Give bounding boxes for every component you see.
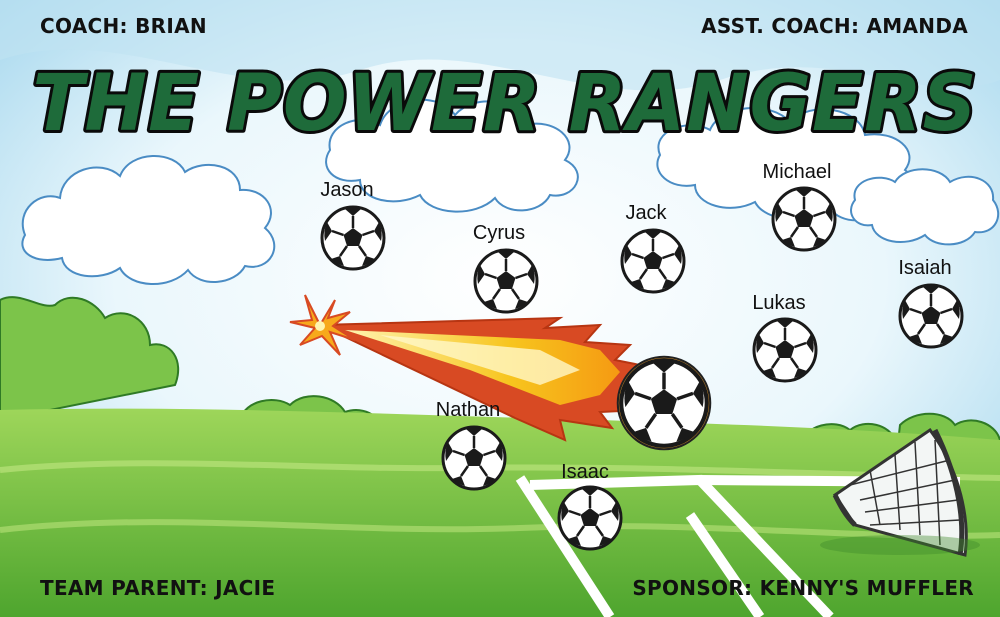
asst-coach-label: ASST. COACH: AMANDA: [701, 14, 968, 38]
player-name: Nathan: [436, 399, 501, 421]
soccer-ball-icon: [320, 205, 386, 271]
player-name: Jack: [625, 202, 667, 224]
soccer-goal-icon: [820, 427, 980, 557]
player-name: Cyrus: [473, 222, 525, 244]
coach-label: COACH: BRIAN: [40, 14, 207, 38]
team-title: THE POWER RANGERS: [33, 59, 978, 149]
soccer-ball-icon: [771, 186, 837, 252]
cloud-icon: [21, 155, 276, 285]
player-name: Lukas: [752, 292, 805, 314]
player-name: Michael: [763, 161, 832, 183]
soccer-ball-icon: [620, 228, 686, 294]
soccer-ball-icon: [752, 317, 818, 383]
fireball-icon: [319, 316, 654, 442]
grass-field: [0, 408, 1000, 617]
soccer-ball-icon: [616, 355, 712, 451]
soccer-ball-icon: [557, 485, 623, 551]
team-parent-label: TEAM PARENT: JACIE: [40, 576, 276, 600]
player-name: Jason: [320, 179, 373, 201]
sponsor-label: SPONSOR: KENNY'S MUFFLER: [632, 576, 974, 600]
soccer-ball-icon: [898, 283, 964, 349]
player-name: Isaiah: [898, 257, 951, 279]
soccer-ball-icon: [441, 425, 507, 491]
cloud-icon: [325, 98, 579, 213]
spark-icon: [289, 294, 356, 356]
soccer-ball-icon: [473, 248, 539, 314]
cloud-icon: [850, 168, 1000, 246]
player-name: Isaac: [561, 461, 609, 483]
